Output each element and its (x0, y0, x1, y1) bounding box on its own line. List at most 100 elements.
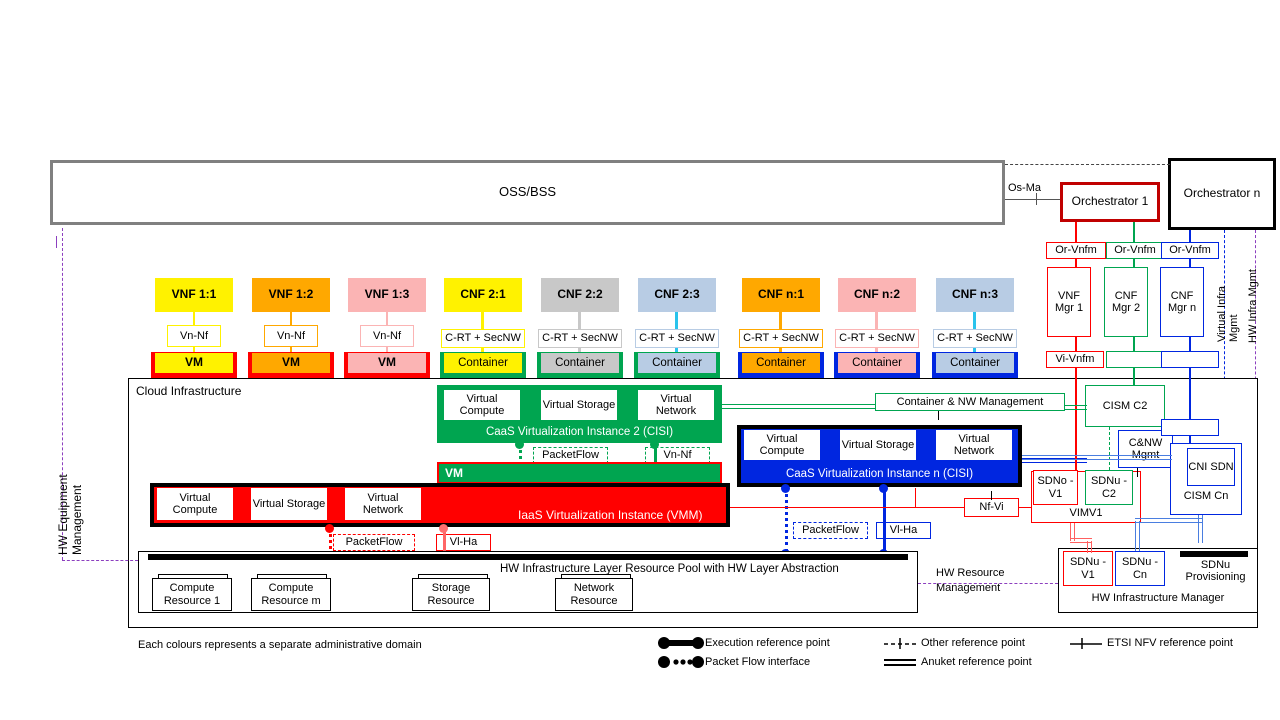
resource-label: Storage Resource (427, 582, 475, 607)
workload-box-cnf-2-3[interactable]: CNF 2:3 (638, 278, 716, 312)
sdnu-provisioning-label: SDNu Provisioning (1185, 558, 1246, 583)
runtime-box-cnf-2-1[interactable]: Container (444, 353, 522, 373)
vmm-packetflow-dot-top (325, 524, 334, 533)
or-vnfm-green-box[interactable]: Or-Vnfm (1106, 242, 1164, 259)
cisi2-virtual-storage[interactable]: Virtual Storage (541, 390, 617, 420)
cisin-virtual-network[interactable]: Virtual Network (936, 430, 1012, 460)
iface-label: C-RT + SecNW (839, 332, 915, 345)
vmm-virtual-compute[interactable]: Virtual Compute (157, 488, 233, 520)
iface-box-cnf-2-3[interactable]: C-RT + SecNW (635, 329, 719, 348)
sdnu-provisioning-anuket-bar (1180, 551, 1248, 557)
sdnu-c2-label: SDNu -C2 (1090, 475, 1128, 500)
workload-label: VNF 1:3 (364, 287, 410, 302)
vmm-vlha-dot-top (439, 524, 448, 533)
virtual-compute-label: Virtual Compute (459, 392, 505, 417)
workload-box-vnf-1-3[interactable]: VNF 1:3 (348, 278, 426, 312)
runtime-box-cnf-n-2[interactable]: Container (838, 353, 916, 373)
workload-box-vnf-1-1[interactable]: VNF 1:1 (155, 278, 233, 312)
or-vnfm-red-box[interactable]: Or-Vnfm (1046, 242, 1106, 259)
iface-box-vnf-1-2[interactable]: Vn-Nf (264, 325, 318, 347)
sdnu-v1-label: SDNu -V1 (1069, 556, 1107, 581)
iface-box-cnf-2-1[interactable]: C-RT + SecNW (441, 329, 525, 348)
runtime-box-cnf-n-1[interactable]: Container (742, 353, 820, 373)
nf-vi-box[interactable]: Nf-Vi (964, 498, 1019, 517)
workload-box-cnf-2-2[interactable]: CNF 2:2 (541, 278, 619, 312)
cisi2-packetflow-box[interactable]: PacketFlow (533, 447, 608, 464)
cismcn-hwim-anuket-vert2 (1135, 521, 1140, 551)
orchestrator-1-box[interactable]: Orchestrator 1 (1060, 182, 1160, 222)
vmm-virtual-storage[interactable]: Virtual Storage (251, 488, 327, 520)
runtime-box-cnf-2-3[interactable]: Container (638, 353, 716, 373)
etsi-nfv-reference-point-icon (1070, 638, 1102, 649)
cism-c2-box[interactable]: CISM C2 (1085, 385, 1165, 427)
cnf-mgr-n-box[interactable]: CNF Mgr n (1160, 267, 1204, 337)
cisin-packetflow-box[interactable]: PacketFlow (793, 522, 868, 539)
cisi2-virtual-compute[interactable]: Virtual Compute (444, 390, 520, 420)
cisin-vl-ha-box[interactable]: Vl-Ha (876, 522, 931, 539)
virtual-infra-mgmt-dashed-line (1224, 230, 1225, 435)
vnf-mgr-1-box[interactable]: VNF Mgr 1 (1047, 267, 1091, 337)
hw-infrastructure-manager-label: HW Infrastructure Manager (1091, 591, 1225, 604)
cnf-mgr-n-label: CNF Mgr n (1167, 289, 1197, 314)
cisi2-vnnf-dot-top (650, 440, 659, 449)
vmm-vl-ha-box[interactable]: Vl-Ha (436, 534, 491, 551)
container-nw-management-box[interactable]: Container & NW Management (875, 393, 1065, 411)
legend-label-etsi-nfv-reference-point: ETSI NFV reference point (1107, 637, 1233, 649)
workload-label: CNF 2:1 (460, 287, 506, 302)
runtime-label: VM (378, 355, 396, 370)
workload-box-cnf-n-1[interactable]: CNF n:1 (742, 278, 820, 312)
workload-box-vnf-1-2[interactable]: VNF 1:2 (252, 278, 330, 312)
hw-resource-pool-anuket-bar (148, 554, 908, 560)
runtime-box-cnf-2-2[interactable]: Container (541, 353, 619, 373)
cni-sdn-box[interactable]: CNI SDN (1187, 448, 1235, 486)
ossbss-box[interactable]: OSS/BSS (50, 160, 1005, 225)
cisi2-vm-band[interactable] (437, 462, 722, 484)
runtime-box-vnf-1-2[interactable]: VM (252, 353, 330, 373)
legend-label-execution-reference-point: Execution reference point (705, 637, 830, 649)
sdnu-v1-box[interactable]: SDNu -V1 (1063, 551, 1113, 586)
virtual-network-label: Virtual Network (655, 392, 697, 417)
iface-box-cnf-n-1[interactable]: C-RT + SecNW (739, 329, 823, 348)
line-cnfmgr2-vivnfm (1133, 337, 1135, 351)
line-cismc2-sdnuc2-dashed (1109, 427, 1110, 470)
sdnu-c2-box[interactable]: SDNu -C2 (1085, 470, 1133, 505)
workload-box-cnf-n-3[interactable]: CNF n:3 (936, 278, 1014, 312)
runtime-label: Container (458, 356, 508, 369)
runtime-box-vnf-1-1[interactable]: VM (155, 353, 233, 373)
workload-box-cnf-2-1[interactable]: CNF 2:1 (444, 278, 522, 312)
cisi2-virtual-network[interactable]: Virtual Network (638, 390, 714, 420)
runtime-box-cnf-n-3[interactable]: Container (936, 353, 1014, 373)
iface-box-cnf-n-3[interactable]: C-RT + SecNW (933, 329, 1017, 348)
iface-box-vnf-1-1[interactable]: Vn-Nf (167, 325, 221, 347)
iface-label: Vn-Nf (372, 329, 402, 342)
cisin-virtual-storage[interactable]: Virtual Storage (840, 430, 916, 460)
nf-vi-red-routing (730, 507, 915, 508)
compute-resource-1-box[interactable]: Compute Resource 1 (152, 578, 232, 611)
sdnu-cn-box[interactable]: SDNu -Cn (1115, 551, 1165, 586)
iface-box-cnf-2-2[interactable]: C-RT + SecNW (538, 329, 622, 348)
cisi2-vn-nf-box[interactable]: Vn-Nf (645, 447, 710, 464)
vmm-virtual-network[interactable]: Virtual Network (345, 488, 421, 520)
vi-vnfm-green-box[interactable] (1106, 351, 1164, 368)
network-resource-box[interactable]: Network Resource (555, 578, 633, 611)
iface-box-vnf-1-3[interactable]: Vn-Nf (360, 325, 414, 347)
vi-vnfm-blue-box[interactable] (1161, 351, 1219, 368)
hw-equipment-mgmt-dashed-vert (62, 228, 63, 560)
cnf-mgr-2-box[interactable]: CNF Mgr 2 (1104, 267, 1148, 337)
or-vnfm-blue-box[interactable]: Or-Vnfm (1161, 242, 1219, 259)
vi-vnfm-box[interactable]: Vi-Vnfm (1046, 351, 1104, 368)
compute-resource-m-box[interactable]: Compute Resource m (251, 578, 331, 611)
iface-box-cnf-n-2[interactable]: C-RT + SecNW (835, 329, 919, 348)
workload-box-cnf-n-2[interactable]: CNF n:2 (838, 278, 916, 312)
runtime-box-vnf-1-3[interactable]: VM (348, 353, 426, 373)
sdno-v1-box[interactable]: SDNo -V1 (1033, 470, 1078, 505)
orchestrator-n-box[interactable]: Orchestrator n (1168, 158, 1276, 230)
vmm-packetflow-box[interactable]: PacketFlow (333, 534, 415, 551)
cnfmgrn-blue-stub-box[interactable] (1161, 419, 1219, 436)
container-nw-mgmt-tick (938, 411, 939, 420)
cnw-mgmt-box[interactable]: C&NW Mgmt (1118, 430, 1173, 468)
runtime-label: Container (950, 356, 1000, 369)
storage-resource-box[interactable]: Storage Resource (412, 578, 490, 611)
or-vnfm-blue-label: Or-Vnfm (1169, 244, 1211, 257)
cisin-virtual-compute[interactable]: Virtual Compute (744, 430, 820, 460)
